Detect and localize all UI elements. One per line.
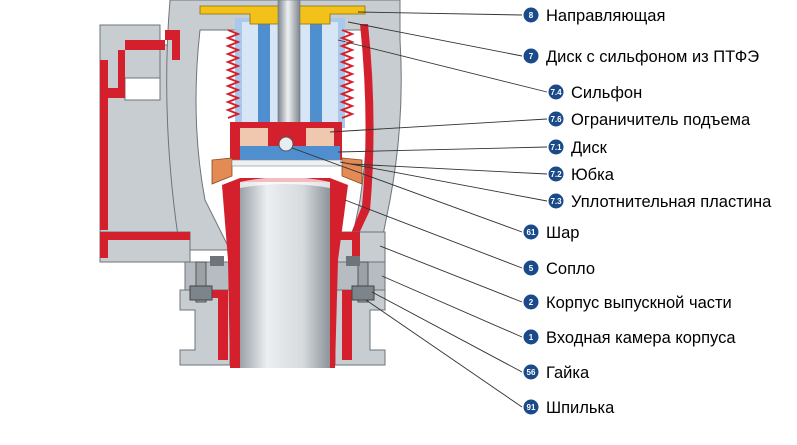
leader-line bbox=[337, 39, 548, 93]
callout-label: Направляющая bbox=[546, 7, 665, 25]
callout-badge bbox=[547, 192, 565, 210]
callout-item: 7.6 Ограничитель подъема bbox=[547, 110, 751, 129]
leader-line bbox=[365, 299, 523, 408]
leader-lines bbox=[291, 11, 548, 408]
callout-badge bbox=[547, 83, 565, 101]
callout-item: 7.4 Сильфон bbox=[547, 83, 642, 102]
callout-label: Шпилька bbox=[546, 399, 615, 417]
callout-badge bbox=[522, 328, 540, 346]
callout-badge bbox=[522, 6, 540, 24]
callout-label: Диск с сильфоном из ПТФЭ bbox=[546, 48, 759, 66]
callout-number: 91 bbox=[527, 403, 536, 412]
callout-badge bbox=[522, 259, 540, 277]
callout-label: Гайка bbox=[546, 364, 590, 382]
callout-number: 1 bbox=[529, 333, 534, 342]
callout-item: 7.3 Уплотнительная пластина bbox=[547, 192, 772, 211]
callout-label: Корпус выпускной части bbox=[546, 294, 732, 312]
callout-number: 61 bbox=[527, 228, 536, 237]
callout-badge bbox=[522, 223, 540, 241]
callout-label: Диск bbox=[571, 139, 608, 157]
callout-label: Входная камера корпуса bbox=[546, 329, 736, 347]
callout-label: Ограничитель подъема bbox=[571, 111, 751, 129]
stud-and-nut bbox=[189, 256, 375, 303]
callout-number: 7.4 bbox=[550, 88, 562, 97]
callout-number: 7.6 bbox=[550, 115, 562, 124]
callout-number: 7.2 bbox=[550, 170, 562, 179]
callout-item: 7 Диск с сильфоном из ПТФЭ bbox=[522, 47, 759, 66]
callout-badge bbox=[547, 110, 565, 128]
callout-label: Шар bbox=[546, 224, 579, 242]
callout-label: Сопло bbox=[546, 260, 595, 278]
leader-line bbox=[344, 199, 523, 269]
callout-label: Сильфон bbox=[571, 84, 642, 102]
leader-line bbox=[381, 275, 523, 338]
leader-line bbox=[357, 11, 523, 16]
stem bbox=[277, 0, 301, 133]
leader-line bbox=[379, 245, 523, 303]
leader-line bbox=[371, 291, 523, 373]
callout-number: 7.3 bbox=[550, 197, 562, 206]
inlet-body bbox=[179, 261, 386, 366]
callout-item: 5 Сопло bbox=[522, 259, 595, 278]
callout-item: 7.2 Юбка bbox=[547, 165, 615, 184]
callout-item: 7.1 Диск bbox=[547, 138, 608, 157]
leader-line bbox=[349, 163, 548, 175]
callout-badge bbox=[547, 165, 565, 183]
leader-line bbox=[339, 161, 548, 202]
callout-item: 2 Корпус выпускной части bbox=[522, 293, 732, 312]
callout-item: 56 Гайка bbox=[522, 363, 590, 382]
callout-item: 91 Шпилька bbox=[522, 398, 615, 417]
callout-number: 7 bbox=[529, 52, 534, 61]
callout-item: 61 Шар bbox=[522, 223, 579, 242]
ball bbox=[278, 136, 294, 152]
callout-badge bbox=[522, 293, 540, 311]
callout-number: 8 bbox=[529, 11, 534, 20]
leader-line bbox=[329, 118, 548, 133]
callout-badge bbox=[547, 138, 565, 156]
outlet-body bbox=[99, 0, 402, 263]
callout-list: 8 Направляющая 7 Диск с сильфоном из ПТФЭ 7.… bbox=[522, 6, 772, 417]
bellows-coils bbox=[225, 29, 355, 119]
callout-number: 5 bbox=[529, 264, 534, 273]
disc-assembly bbox=[230, 122, 342, 162]
callout-badge bbox=[522, 398, 540, 416]
callout-number: 2 bbox=[529, 298, 534, 307]
leader-line bbox=[337, 146, 548, 153]
leader-line bbox=[291, 147, 523, 233]
callout-item: 1 Входная камера корпуса bbox=[522, 328, 736, 347]
callout-badge bbox=[522, 363, 540, 381]
callout-item: 8 Направляющая bbox=[522, 6, 665, 25]
nozzle bbox=[222, 177, 348, 368]
callout-label: Уплотнительная пластина bbox=[571, 193, 772, 211]
callout-number: 56 bbox=[527, 368, 536, 377]
callout-label: Юбка bbox=[571, 166, 615, 184]
leader-line bbox=[347, 21, 523, 57]
callout-number: 7.1 bbox=[550, 143, 562, 152]
callout-badge bbox=[522, 47, 540, 65]
